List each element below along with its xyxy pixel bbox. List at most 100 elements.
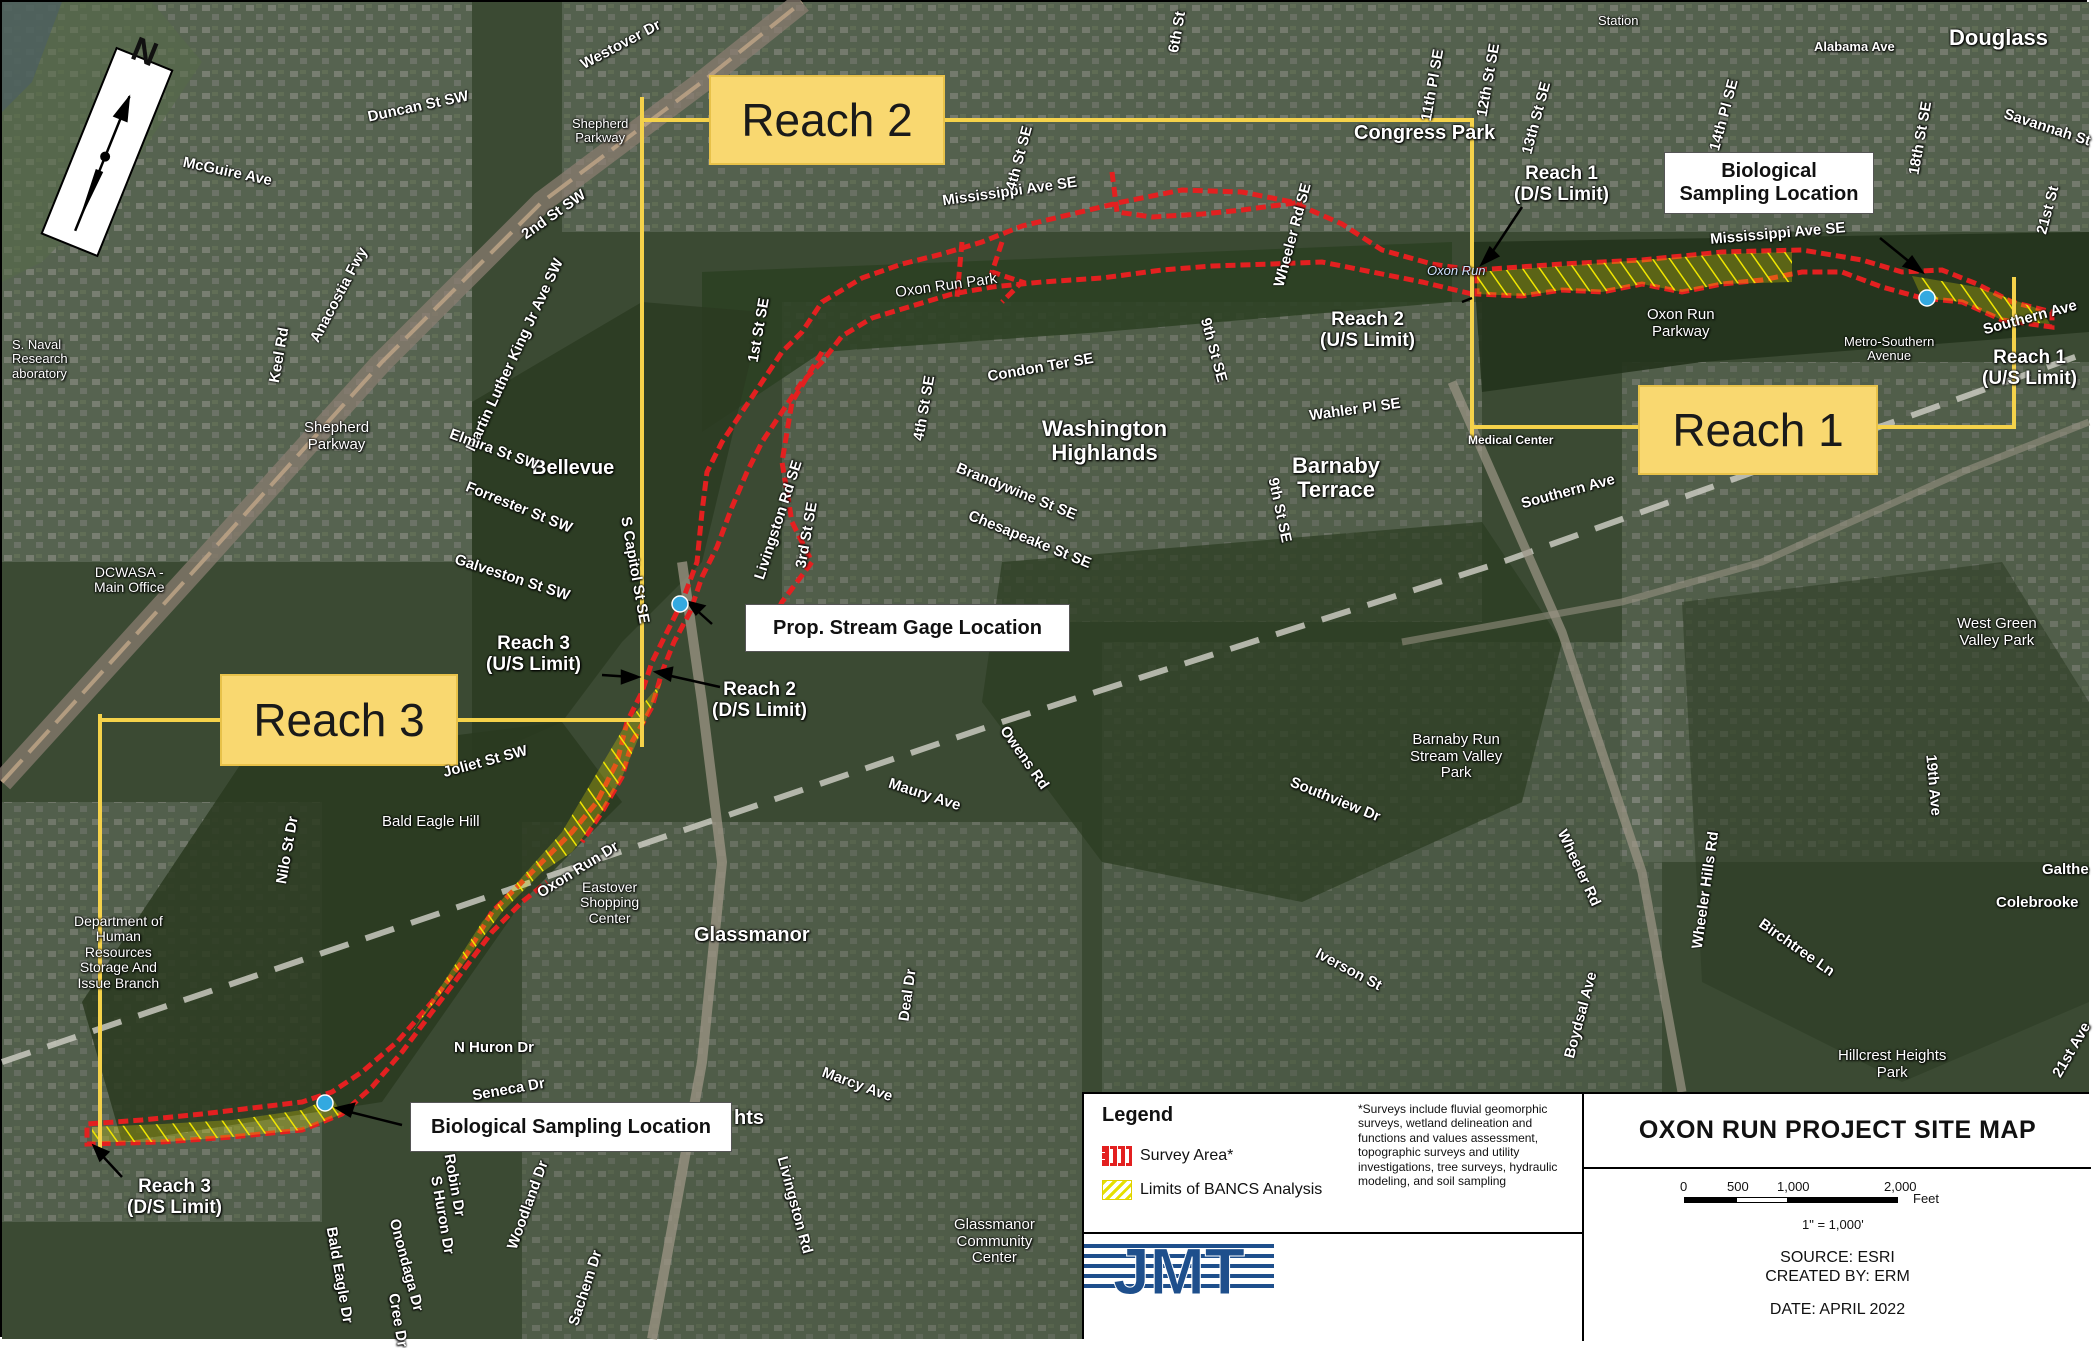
- area-line: Human: [95, 928, 141, 945]
- area-dcwasa: DCWASA -Main Office: [94, 564, 165, 596]
- legend-item-survey: Survey Area*: [1102, 1146, 1233, 1166]
- scale-label: 0: [1680, 1179, 1688, 1194]
- limit-line: Reach 3: [138, 1176, 211, 1197]
- area-line: West Green: [1957, 615, 2037, 632]
- livingston-rd: [647, 561, 728, 1340]
- reach2-ds-limit: Reach 2(D/S Limit): [712, 679, 807, 722]
- forest-reach2: [472, 302, 762, 762]
- scale-segment-dark: [1684, 1197, 1736, 1203]
- area-line: Valley Park: [1959, 631, 2035, 649]
- area-bald-eagle-hill: Bald Eagle Hill: [382, 813, 480, 830]
- legend-key: Legend Survey Area* Limits of BANCS Anal…: [1084, 1094, 1584, 1234]
- scale-segment-light: [1736, 1197, 1788, 1203]
- forest-oxon-run-park: [702, 242, 1452, 432]
- area-line: Shopping: [580, 894, 640, 911]
- place-glassmanor: Glassmanor: [694, 924, 810, 946]
- area-line: Glassmanor: [954, 1216, 1035, 1233]
- area-line: Eastover: [581, 879, 638, 895]
- place-line: Barnaby: [1292, 453, 1381, 478]
- area-line: Park: [1876, 1063, 1908, 1081]
- area-line: Shepherd: [572, 116, 629, 131]
- area-line: Resources: [84, 943, 152, 960]
- map-title: OXON RUN PROJECT SITE MAP: [1584, 1094, 2091, 1169]
- stream-oxon-run: Oxon Run: [1427, 263, 1486, 278]
- area-line: Metro-Southern: [1844, 334, 1935, 349]
- limit-line: (D/S Limit): [712, 699, 807, 721]
- area-line: Issue Branch: [77, 974, 160, 991]
- southern-ave-road: [1401, 418, 2091, 646]
- jmt-logo-icon: JMT: [1084, 1234, 1274, 1309]
- scale-ratio: 1" = 1,000': [1802, 1217, 1864, 1232]
- place-bellevue: Bellevue: [532, 457, 615, 479]
- reach3-label: Reach 3: [220, 674, 458, 766]
- forest-hillcrest: [1682, 562, 2089, 1082]
- area-galthe: Galthe: [2042, 861, 2089, 878]
- callout-line: Biological: [1721, 160, 1817, 182]
- anacostia-freeway-centerline: [0, 0, 804, 784]
- area-station: Station: [1598, 13, 1639, 28]
- area-line: Department of: [74, 913, 163, 929]
- dc-boundary-line: [1, 349, 2091, 1065]
- area-line: Parkway: [307, 435, 366, 453]
- area-line: Park: [1440, 764, 1472, 781]
- limit-line: Reach 3: [497, 633, 570, 654]
- scale-bar: 0 500 1,000 2,000 Feet 1" = 1,000' SOURC…: [1584, 1169, 2091, 1341]
- bio-sampling-marker-reach3[interactable]: [316, 1094, 334, 1112]
- area-line: Parkway: [1652, 322, 1710, 340]
- gage-location-marker[interactable]: [671, 595, 689, 613]
- reach1-ds-limit: Reach 1(D/S Limit): [1514, 163, 1609, 206]
- limit-line: (D/S Limit): [127, 1196, 222, 1218]
- area-line: Barnaby Run: [1412, 731, 1500, 748]
- limit-line: Reach 2: [723, 679, 796, 700]
- legend-item-label: Limits of BANCS Analysis: [1140, 1181, 1323, 1198]
- area-colebrooke: Colebrooke: [1996, 894, 2079, 911]
- area-line: Community: [956, 1232, 1033, 1250]
- forest-barnaby-run: [982, 522, 1562, 902]
- area-line: DCWASA -: [94, 564, 164, 580]
- urban-area-south: [522, 822, 1082, 1339]
- road-n-huron: N Huron Dr: [454, 1039, 534, 1056]
- bio-sampling-marker-reach1[interactable]: [1918, 289, 1936, 307]
- area-line: Stream Valley: [1410, 747, 1503, 765]
- area-line: Storage And: [79, 959, 157, 976]
- reach3-us-limit: Reach 3(U/S Limit): [486, 633, 581, 676]
- scale-label: 2,000: [1884, 1179, 1917, 1194]
- area-line: Center: [971, 1249, 1017, 1266]
- place-douglass: Douglass: [1949, 25, 2049, 50]
- area-line: Avenue: [1867, 348, 1912, 364]
- bancs-reach1-west: [1477, 252, 1792, 296]
- area-line: Main Office: [94, 579, 165, 596]
- legend-panel: Legend Survey Area* Limits of BANCS Anal…: [1082, 1092, 2091, 1341]
- reach1-us-limit: Reach 1(U/S Limit): [1982, 347, 2077, 390]
- bio-sampling-callout-top: Biological Sampling Location: [1664, 152, 1874, 214]
- legend-footnote: *Surveys include fluvial geomorphic surv…: [1358, 1102, 1558, 1188]
- date-credit: DATE: APRIL 2022: [1769, 1301, 1906, 1318]
- place-line: Washington: [1042, 416, 1168, 441]
- area-line: S. Naval: [12, 337, 62, 352]
- legend-item-bancs: Limits of BANCS Analysis: [1102, 1180, 1322, 1200]
- bancs-reach3-upper: [412, 682, 662, 1032]
- place-line: Terrace: [1297, 477, 1375, 503]
- north-arrow: [40, 46, 174, 258]
- place-congress-park: Congress Park: [1354, 122, 1496, 144]
- area-line: aboratory: [12, 365, 67, 381]
- callout-line: Sampling Location: [1679, 183, 1859, 205]
- reach3-ds-limit: Reach 3(D/S Limit): [127, 1176, 222, 1219]
- area-line: Hillcrest Heights: [1838, 1047, 1947, 1064]
- bancs-swatch: [1102, 1180, 1132, 1200]
- scale-label: 500: [1727, 1179, 1749, 1194]
- legend-item-label: Survey Area*: [1140, 1147, 1234, 1164]
- reach2-label: Reach 2: [709, 75, 945, 165]
- area-line: Shepherd: [304, 419, 370, 436]
- place-line: Highlands: [1051, 440, 1158, 466]
- scale-segment-dark: [1788, 1197, 1898, 1203]
